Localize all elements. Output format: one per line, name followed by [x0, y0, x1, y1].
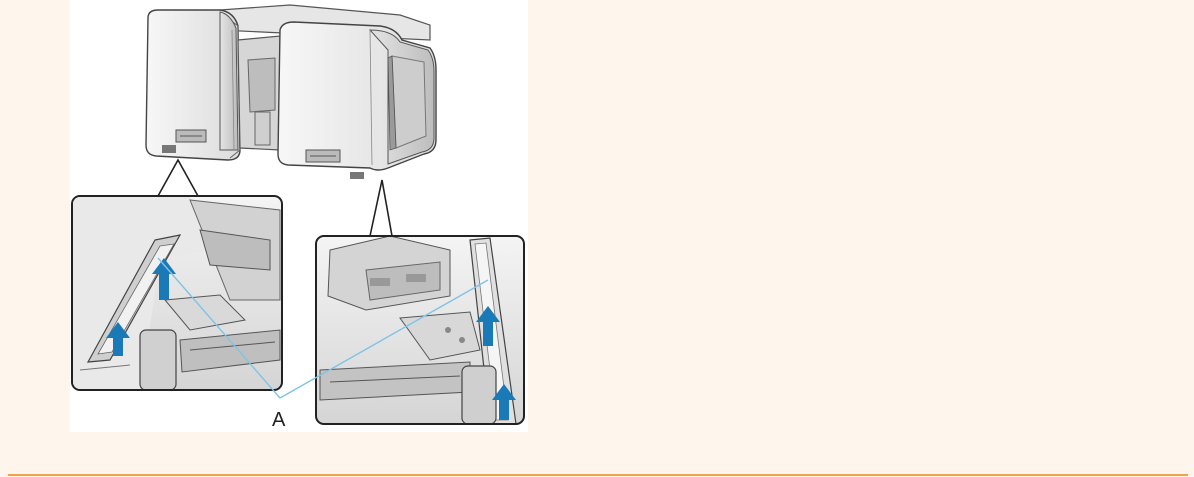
printer-unit — [146, 5, 436, 179]
section-divider — [8, 474, 1188, 476]
printer-stand-diagram: A — [70, 0, 528, 432]
left-inset — [72, 196, 282, 390]
right-inset — [316, 236, 524, 424]
callout-label-a: A — [272, 409, 286, 431]
illustration-figure: A — [70, 0, 528, 432]
